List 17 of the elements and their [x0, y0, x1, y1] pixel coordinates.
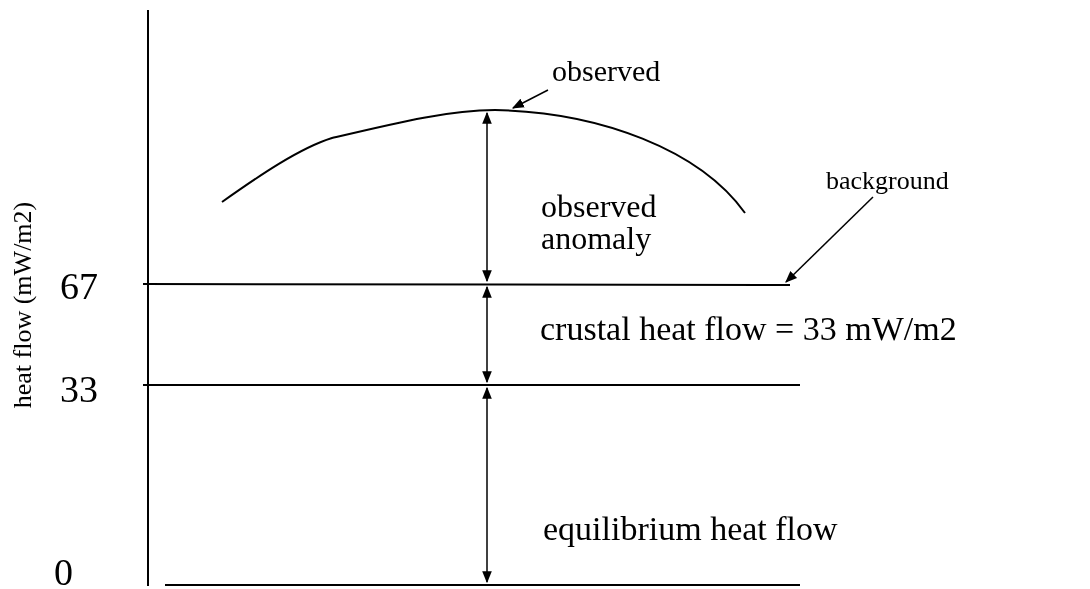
region-label: equilibrium heat flow	[543, 509, 838, 549]
double-arrow	[482, 111, 492, 283]
callout-text: background	[826, 168, 949, 194]
axis-title: heat flow (mW/m2)	[6, 201, 38, 409]
crustal-level-line	[142, 384, 801, 386]
region-label: observed anomaly	[541, 190, 658, 254]
baseline	[164, 584, 801, 586]
double-arrow	[482, 386, 492, 584]
leader-line	[785, 196, 874, 283]
tick-label: 67	[60, 264, 98, 309]
region-label: crustal heat flow = 33 mW/m2	[540, 309, 957, 349]
callout-text: observed	[552, 56, 661, 86]
leader-line	[511, 89, 549, 109]
background-line	[142, 283, 791, 286]
tick-label: 0	[54, 550, 73, 589]
double-arrow	[482, 285, 492, 384]
tick-label: 33	[60, 367, 98, 412]
